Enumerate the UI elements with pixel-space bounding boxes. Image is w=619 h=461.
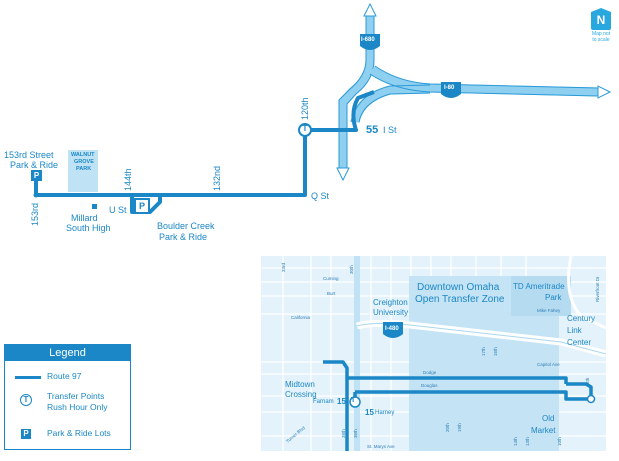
i680-highway-edge <box>338 14 375 172</box>
street-19th: 19th <box>457 423 462 432</box>
mike-fahey-label: Mike Fahey <box>537 308 561 313</box>
midtown-label-1: Midtown <box>285 380 315 389</box>
park-ride-boulder-icon: P <box>134 198 150 214</box>
street-14th: 14th <box>513 437 518 446</box>
walnut-grove-label-3: PARK <box>76 166 92 172</box>
legend-transfer-label-2: Rush Hour Only <box>47 402 108 412</box>
i680-label: I-680 <box>361 37 375 43</box>
farnam-label: Farnam <box>313 399 334 405</box>
midtown-label-2: Crossing <box>285 390 317 399</box>
downtown-inset-map: I-480 T Downtown Omaha Open Transfer Zon… <box>261 256 606 451</box>
i80-label: I-80 <box>444 85 455 91</box>
inset-route-97-line <box>323 360 349 451</box>
park-ride-153-label-2: Park & Ride <box>10 160 59 170</box>
st-marys-label: St. Marys Ave <box>367 444 395 449</box>
td-ameritrade-park-area <box>511 276 571 316</box>
capitol-label: Capitol Ave <box>537 362 560 367</box>
street-13th: 13th <box>525 437 530 446</box>
douglas-label: Douglas <box>421 383 438 388</box>
burt-label: Burt <box>327 291 336 296</box>
street-q-st: Q St <box>311 191 330 201</box>
td-label-1: TD Ameritrade <box>513 282 565 291</box>
millard-label-1: Millard <box>71 213 98 223</box>
i680-highway <box>338 14 375 170</box>
legend-row-transfer: T Transfer Points Rush Hour Only <box>5 391 130 417</box>
transfer-point-icon: T <box>20 394 32 406</box>
street-144th: 144th <box>123 168 133 191</box>
downtown-label-2: Open Transfer Zone <box>415 294 505 305</box>
legend-row-park-ride: P Park & Ride Lots <box>5 425 130 443</box>
boulder-creek-label-2: Park & Ride <box>159 232 208 242</box>
creighton-label-1: Creighton <box>373 298 408 307</box>
street-10th: 10th <box>557 437 562 446</box>
street-132nd: 132nd <box>212 165 222 191</box>
i480-label: I-480 <box>385 326 399 332</box>
legend-panel: Legend Route 97 T Transfer Points Rush H… <box>4 344 131 450</box>
legend-transfer-label-1: Transfer Points <box>47 391 105 401</box>
school-marker-icon <box>92 204 97 209</box>
legend-park-ride-label: Park & Ride Lots <box>47 428 111 438</box>
street-153rd: 153rd <box>30 202 40 226</box>
transfer-point-symbol: T <box>302 124 308 133</box>
route-start-dot <box>33 192 39 198</box>
i80-ramp <box>350 84 431 124</box>
street-20th: 20th <box>445 423 450 432</box>
street-30th: 30th <box>349 265 354 274</box>
street-16th: 16th <box>493 347 498 356</box>
legend-title: Legend <box>5 345 130 361</box>
east-arrowhead-icon <box>597 85 612 99</box>
route-line-swatch <box>15 376 41 379</box>
walnut-grove-label-1: WALNUT <box>71 152 95 158</box>
inset-end-circle <box>586 394 596 404</box>
millard-label-2: South High <box>66 223 111 233</box>
route-number-55: 55 <box>366 124 379 136</box>
downtown-label-1: Downtown Omaha <box>417 282 500 293</box>
century-label-1: Century <box>567 314 596 323</box>
park-ride-153-icon: P <box>31 170 42 181</box>
creighton-label-2: University <box>373 308 409 317</box>
park-ride-153-label-1: 153rd Street <box>4 150 54 160</box>
route15-label-1: 15 <box>337 397 346 406</box>
century-label-2: Link <box>567 326 582 335</box>
california-label: California <box>291 315 311 320</box>
td-label-2: Park <box>545 293 562 302</box>
south-arrowhead-icon <box>336 167 350 182</box>
century-label-3: Center <box>567 338 592 347</box>
i680-shield-icon <box>360 34 380 50</box>
walnut-grove-park-area <box>68 150 98 192</box>
north-arrowhead-icon <box>363 2 377 17</box>
old-market-label-2: Market <box>531 426 556 435</box>
boulder-creek-label-1: Boulder Creek <box>157 221 215 231</box>
legend-route-label: Route 97 <box>47 371 82 381</box>
street-17th: 17th <box>481 347 486 356</box>
street-i-st: I St <box>383 125 397 135</box>
i480-shield-icon <box>383 322 403 338</box>
inset-transfer-icon <box>349 396 361 408</box>
old-market-label-1: Old <box>542 414 555 423</box>
street-36th: 36th <box>353 429 358 438</box>
transfer-letter: T <box>351 397 356 404</box>
street-38th: 38th <box>341 429 346 438</box>
street-120th: 120th <box>300 97 310 120</box>
street-8th: 8th <box>585 377 590 384</box>
route15-label-2: 15 <box>365 408 374 417</box>
riverfront-label: Riverfront Dr <box>595 276 600 302</box>
street-33rd: 33rd <box>281 262 286 272</box>
walnut-grove-label-2: GROVE <box>74 159 94 165</box>
north-letter: N <box>596 13 606 27</box>
legend-row-route: Route 97 <box>5 369 130 387</box>
transfer-point-icon <box>298 123 312 137</box>
i80-shield-icon <box>441 82 461 98</box>
street-u-st: U St <box>109 205 127 215</box>
cuming-label: Cuming <box>323 276 339 281</box>
dodge-label: Dodge <box>423 370 437 375</box>
park-ride-icon: P <box>21 429 31 439</box>
harney-label: Harney <box>375 410 395 416</box>
